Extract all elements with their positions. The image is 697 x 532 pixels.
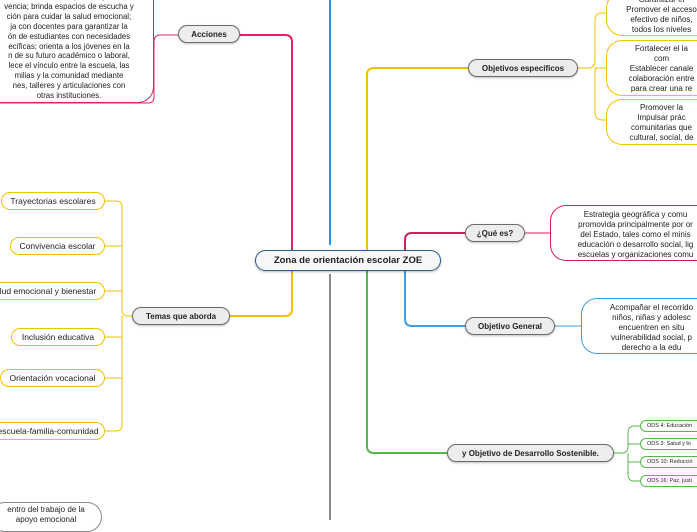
temas-item-orientacion-vocacional[interactable]: Orientación vocacional (0, 369, 105, 387)
branch-que-es[interactable]: ¿Qué es? (465, 224, 525, 242)
connector-objetivo-general (397, 263, 465, 327)
temas-item-escuela-familia[interactable]: escuela-familia-comunidad (0, 422, 105, 440)
temas-item-convivencia[interactable]: Convivencia escolar (10, 237, 105, 255)
branch-temas-que-aborda[interactable]: Temas que aborda (132, 307, 230, 325)
connector-ods (366, 262, 447, 454)
que-es-description[interactable]: Estrategia geográfica y comu promovida p… (550, 205, 697, 261)
bottom-left-bubble[interactable]: entro del trabajo de la apoyo emocional (0, 502, 102, 532)
branch-acciones[interactable]: Acciones (178, 25, 240, 43)
acciones-description[interactable]: iones de conflicto para mejorar la venci… (0, 0, 154, 103)
central-topic[interactable]: Zona de orientación escolar ZOE (255, 250, 441, 271)
temas-item-inclusion[interactable]: Inclusión educativa (11, 328, 105, 346)
connector-acciones-text (0, 34, 178, 104)
connector-objetivos-items (578, 12, 608, 121)
temas-item-trayectorias[interactable]: Trayectorias escolares (1, 192, 105, 210)
ods-item-4[interactable]: ODS 4: Educación (640, 420, 697, 432)
connector-temas-items (105, 200, 132, 432)
objetivo-especifico-1[interactable]: Garantizar el Promover el acceso efectiv… (606, 0, 697, 36)
ods-item-3[interactable]: ODS 3: Salud y bi (640, 438, 697, 450)
objetivo-general-description[interactable]: Acompañar el recorrido niños, niñas y ad… (581, 298, 697, 354)
connector-acciones (240, 34, 293, 262)
ods-item-10[interactable]: ODS 10: Reducció (640, 456, 697, 468)
ods-item-16[interactable]: ODS 16: Paz, justi (640, 475, 697, 487)
connector-ods-items (614, 425, 640, 482)
branch-objetivo-general[interactable]: Objetivo General (465, 317, 555, 335)
connector-temas (230, 264, 293, 317)
branch-objetivos-especificos[interactable]: Objetivos específicos (468, 59, 578, 77)
objetivo-especifico-2[interactable]: Fortalecer el la com Establecer canale c… (606, 40, 697, 96)
branch-ods[interactable]: y Objetivo de Desarrollo Sostenible. (447, 444, 614, 462)
objetivo-especifico-3[interactable]: Promover la Impulsar prác comunitarias q… (606, 99, 697, 145)
temas-item-salud-emocional[interactable]: lud emocional y bienestar (0, 282, 105, 300)
